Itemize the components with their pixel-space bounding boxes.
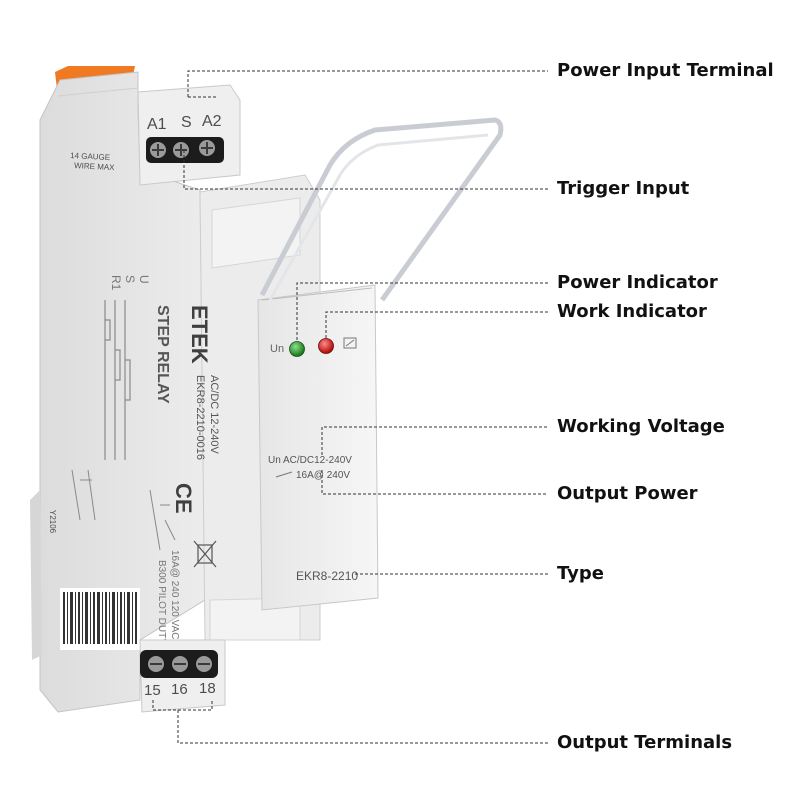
relay-coil-icon	[343, 337, 357, 349]
screw-a2	[199, 140, 215, 156]
type-label: EKR8-2210	[296, 569, 358, 583]
front-cover	[257, 284, 379, 611]
callout-working-voltage: Working Voltage	[557, 416, 725, 437]
model-number: EKR8-2210-0016	[194, 375, 206, 460]
voltage-print: AC/DC 12-240V	[208, 375, 220, 455]
weee-bin-icon	[193, 540, 217, 568]
ce-mark: CE	[171, 483, 196, 514]
product-name: STEP RELAY	[154, 305, 171, 404]
screw-s	[173, 142, 189, 158]
side-code-label: Y2106	[48, 510, 57, 534]
callout-work-indicator: Work Indicator	[557, 301, 707, 322]
terminal-label-a2: A2	[202, 113, 222, 130]
power-indicator-led	[289, 341, 305, 357]
transparent-lid	[259, 117, 504, 302]
output-power-text: 16A@ 240V	[296, 470, 350, 481]
rating-line-2: B300 PILOT DUTY	[156, 560, 167, 645]
work-indicator-led	[318, 338, 334, 354]
rating-line-1: 16A@ 240 120 VAC 24 VDC	[169, 550, 180, 677]
callout-power-input-terminal: Power Input Terminal	[557, 60, 774, 81]
callout-type: Type	[557, 563, 604, 584]
screw-16	[172, 656, 188, 672]
side-code-s: S	[123, 275, 137, 283]
terminal-label-16: 16	[171, 681, 188, 698]
callout-output-power: Output Power	[557, 483, 698, 504]
callout-power-indicator: Power Indicator	[557, 272, 718, 293]
screw-15	[148, 656, 164, 672]
side-code-r1: R1	[109, 275, 123, 291]
callout-leaders	[152, 70, 548, 744]
working-voltage-text: Un AC/DC12-240V	[268, 455, 352, 466]
terminal-label-a1: A1	[147, 116, 167, 133]
brand-logo: ETEK	[187, 305, 212, 364]
wire-note-line-1: 14 GAUGE	[70, 151, 110, 162]
wire-note-line-2: WIRE MAX	[74, 161, 116, 172]
callout-trigger-input: Trigger Input	[557, 178, 690, 199]
side-circuit-diagram	[71, 469, 176, 551]
callout-output-terminals: Output Terminals	[557, 732, 733, 753]
timing-diagram	[104, 300, 131, 460]
terminal-label-15: 15	[144, 682, 161, 699]
un-label: Un	[270, 343, 284, 355]
screw-a1	[150, 142, 166, 158]
side-code-u: U	[137, 275, 151, 284]
terminal-label-s: S	[181, 114, 192, 131]
terminal-label-18: 18	[199, 680, 216, 697]
contact-symbol-icon	[275, 471, 293, 478]
bottom-terminal-block: 15 16 18	[139, 639, 226, 713]
screw-18	[196, 656, 212, 672]
barcode	[60, 588, 140, 650]
top-terminal-block: A1 S A2	[137, 84, 241, 186]
